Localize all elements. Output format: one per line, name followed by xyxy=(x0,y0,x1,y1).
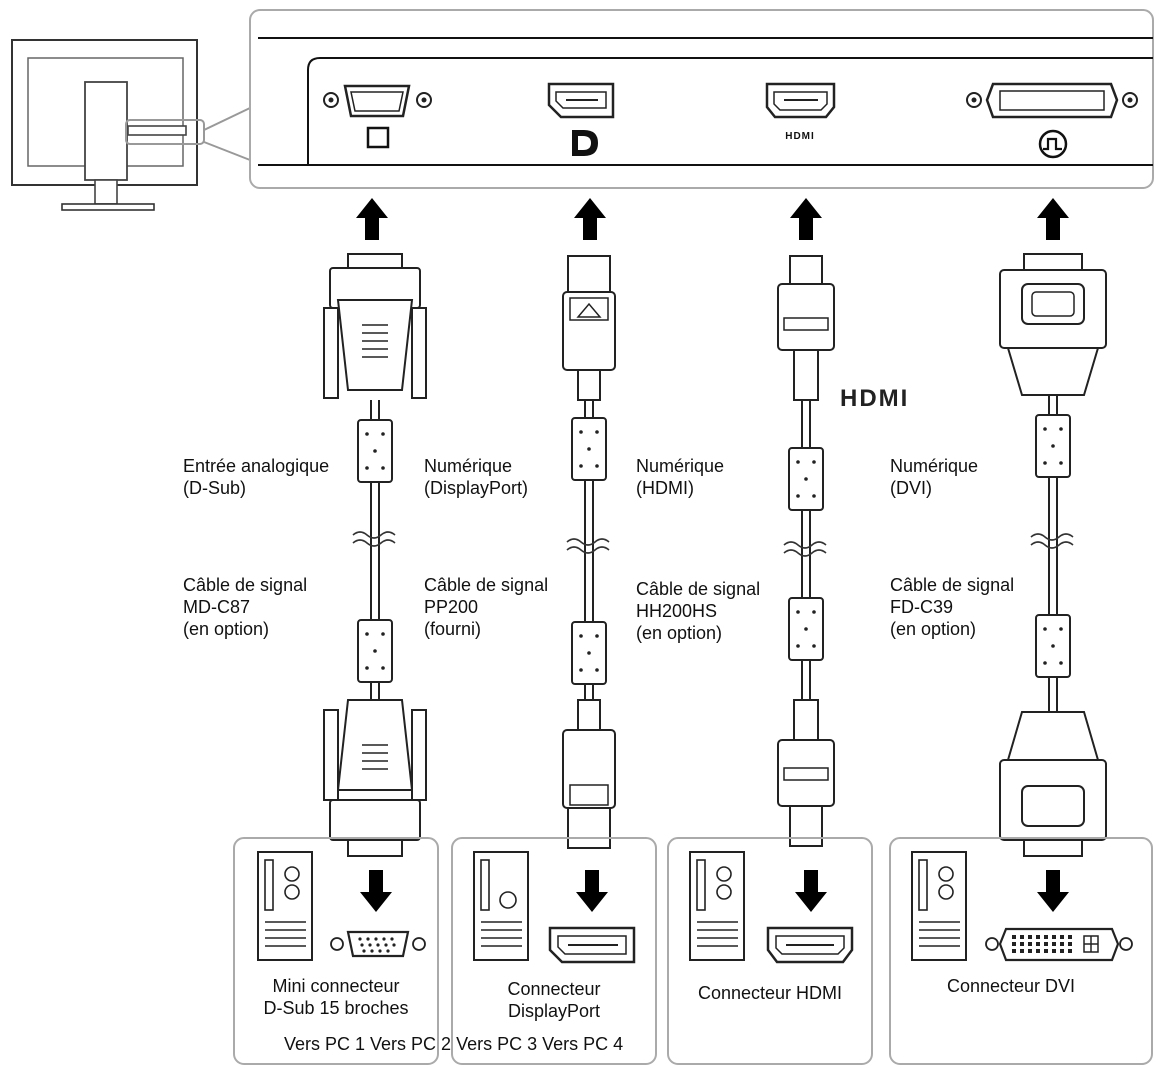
displayport-cable-icon xyxy=(562,255,616,849)
digital-port-symbol-icon xyxy=(1038,129,1068,159)
arrow-up-icon xyxy=(790,198,822,240)
hdmi-port-label: HDMI xyxy=(785,131,815,142)
arrow-down-icon xyxy=(360,870,392,912)
analog-port-symbol-icon xyxy=(366,126,390,149)
hdmi-signal-type-label: Numérique(HDMI) xyxy=(636,456,725,498)
hdmi-pc-connector-label: Connecteur HDMI xyxy=(697,983,843,1003)
dsub-pc-port-icon xyxy=(330,930,426,958)
monitor-port-panel xyxy=(249,9,1154,189)
hdmi-logo: HDMI xyxy=(840,385,909,412)
hdmi-port-icon xyxy=(765,82,836,119)
pc-box-3 xyxy=(667,837,873,1065)
hdmi-cable-icon xyxy=(777,255,835,847)
dvi-cable-icon xyxy=(999,253,1107,857)
dsub-cable-icon xyxy=(323,253,427,857)
arrow-down-icon xyxy=(795,870,827,912)
displayport-logo-icon xyxy=(572,130,598,156)
dvi-pc-port-icon xyxy=(985,927,1133,962)
hdmi-pc-port-icon xyxy=(766,926,854,964)
arrow-down-icon xyxy=(1037,870,1069,912)
pc-destination-labels: Vers PC 1 Vers PC 2 Vers PC 3 Vers PC 4 xyxy=(284,1034,624,1054)
arrow-up-icon xyxy=(1037,198,1069,240)
monitor-thumbnail-icon xyxy=(11,39,251,211)
dvi-signal-type-label: Numérique(DVI) xyxy=(890,456,979,498)
pc-box-1 xyxy=(233,837,439,1065)
dvi-port-icon xyxy=(966,82,1138,119)
pc-box-2 xyxy=(451,837,657,1065)
dsub-signal-type-label: Entrée analogique(D-Sub) xyxy=(183,456,330,498)
displayport-pc-port-icon xyxy=(548,926,636,964)
dvi-pc-connector-label: Connecteur DVI xyxy=(946,976,1076,996)
dsub-port-icon xyxy=(323,84,432,118)
pc-box-4 xyxy=(889,837,1153,1065)
arrow-down-icon xyxy=(576,870,608,912)
arrow-up-icon xyxy=(356,198,388,240)
arrow-up-icon xyxy=(574,198,606,240)
displayport-port-icon xyxy=(547,82,615,119)
displayport-signal-type-label: Numérique(DisplayPort) xyxy=(424,456,529,498)
